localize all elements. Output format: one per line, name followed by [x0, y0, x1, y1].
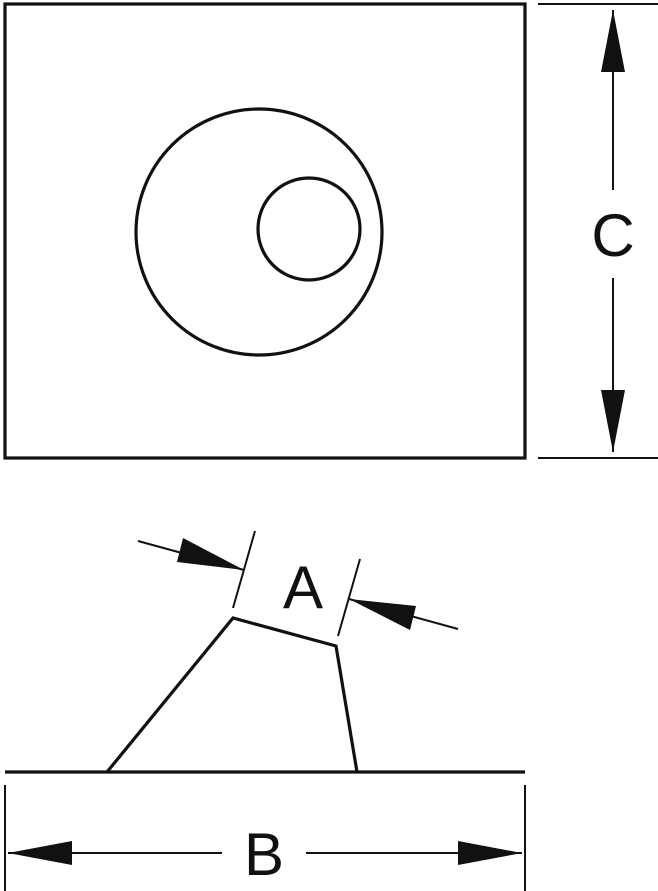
dimension-c: C — [538, 3, 658, 459]
dimension-a-label: A — [283, 554, 323, 621]
dimension-c-label: C — [591, 202, 634, 269]
side-view-profile — [105, 616, 359, 774]
dimension-c-arrowhead-up — [601, 10, 625, 72]
dimension-b-arrowhead-left — [8, 841, 72, 865]
dimension-a-extension-right — [337, 558, 361, 637]
top-view — [3, 2, 527, 460]
side-view — [5, 616, 525, 774]
dimension-c-arrowhead-down — [601, 390, 625, 452]
dimension-b: B — [4, 785, 526, 891]
outer-circle — [134, 107, 384, 357]
dimension-a: A — [137, 530, 459, 637]
dimension-b-arrowhead-right — [458, 841, 522, 865]
dimension-b-label: B — [244, 821, 284, 888]
inner-hole-circle — [256, 176, 362, 282]
dimension-a-arrowhead-left — [177, 538, 244, 570]
dimension-a-arrowhead-right — [349, 599, 416, 630]
top-view-plate-outline — [3, 2, 527, 460]
